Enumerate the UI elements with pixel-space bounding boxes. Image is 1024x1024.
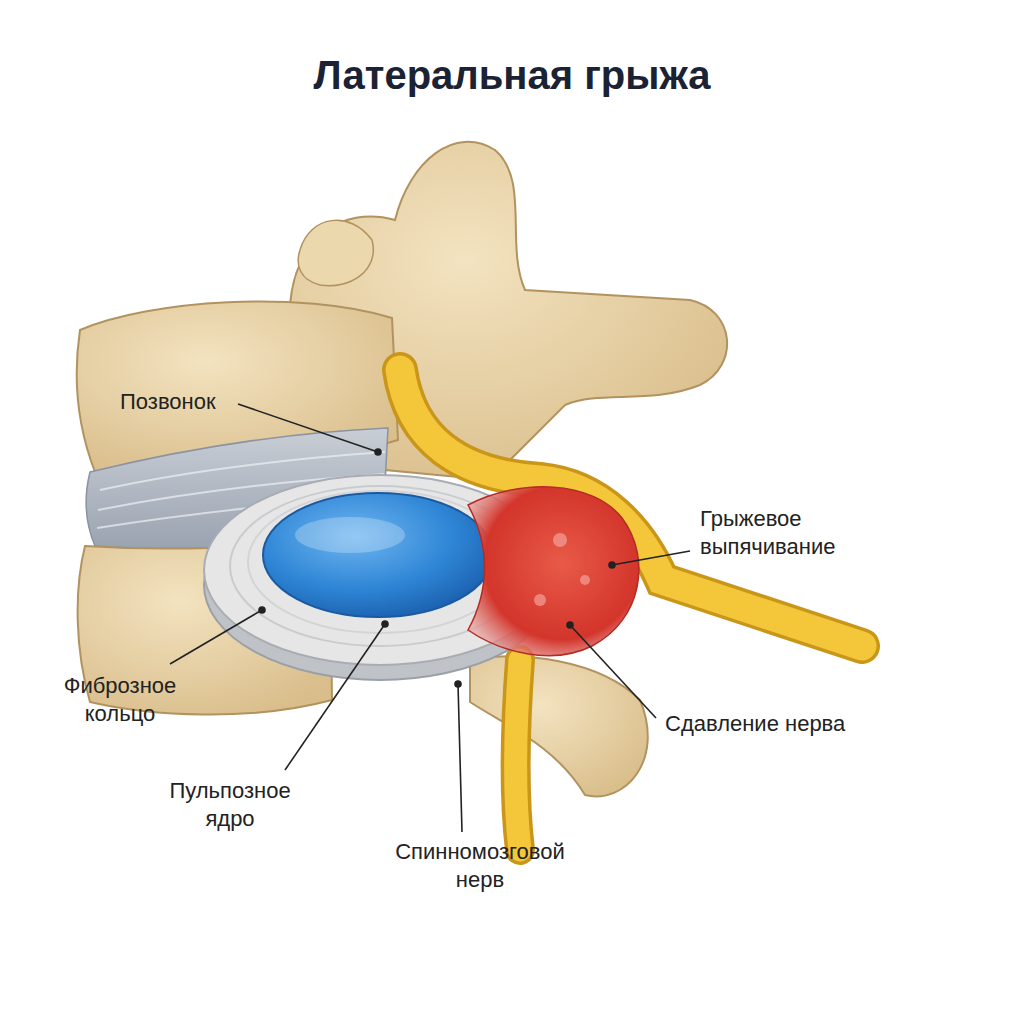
leader-line xyxy=(612,551,690,565)
nucleus-highlight xyxy=(295,517,405,553)
diagram-title: Латеральная грыжа xyxy=(0,50,1024,100)
leader-dot xyxy=(375,449,381,455)
leader-dot xyxy=(567,622,573,628)
spinal-nerve xyxy=(516,660,521,850)
lower-process xyxy=(470,656,648,796)
part-label: Фиброзное кольцо xyxy=(45,672,195,727)
nucleus-pulposus xyxy=(263,493,493,617)
leader-dot xyxy=(259,607,265,613)
leader-lines xyxy=(170,404,690,832)
herniation-spot xyxy=(553,533,567,547)
leader-dot xyxy=(455,681,461,687)
part-label: Сдавление нерва xyxy=(665,710,845,738)
leader-line xyxy=(570,625,656,718)
part-label: Грыжевое выпячивание xyxy=(700,505,880,560)
part-label: Спинномозговой нерв xyxy=(380,838,580,893)
leader-dot xyxy=(382,621,388,627)
leader-line xyxy=(458,684,462,832)
leader-line xyxy=(285,624,385,770)
leader-line xyxy=(170,610,262,664)
part-label: Пульпозное ядро xyxy=(155,777,305,832)
part-label: Позвонок xyxy=(120,388,216,416)
spinal-nerve-fill xyxy=(516,660,521,850)
herniation-spot xyxy=(534,594,546,606)
herniation xyxy=(468,487,639,656)
leader-dot xyxy=(609,562,615,568)
leader-line xyxy=(238,404,378,452)
herniation-spot xyxy=(580,575,590,585)
vertebra-process xyxy=(298,220,373,285)
